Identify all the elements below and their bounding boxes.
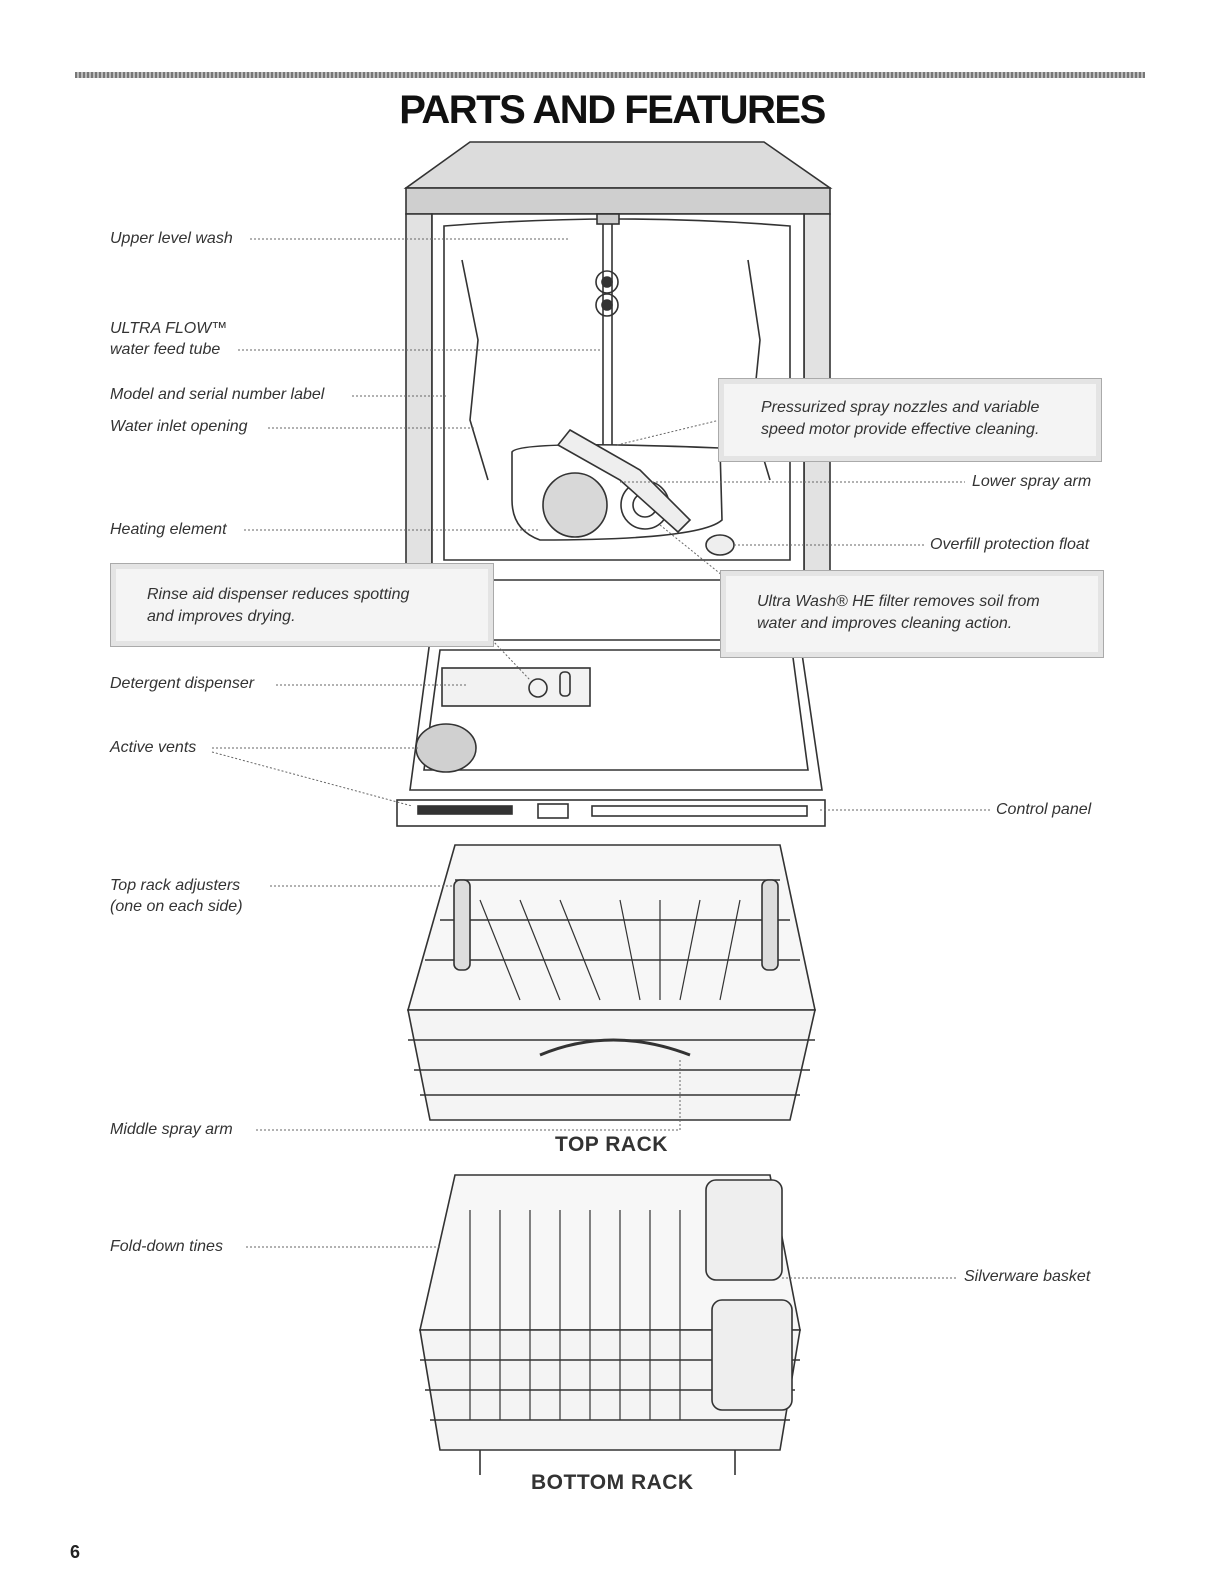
leader-rinse	[491, 639, 531, 681]
tub-floor	[511, 444, 723, 541]
door-frame	[409, 639, 823, 791]
label-silverware-basket: Silverware basket	[964, 1268, 1091, 1285]
leader-filter	[659, 524, 729, 581]
callout-pressurized-spray: Pressurized spray nozzles and variable s…	[718, 378, 1102, 462]
tub-inner-arch	[443, 218, 791, 561]
label-lower-spray-arm: Lower spray arm	[972, 473, 1092, 490]
label-top-rack-adjusters-note: (one on each side)	[110, 898, 243, 915]
top-rack-illustration	[406, 844, 817, 1121]
dishwasher-top-edge	[405, 187, 831, 215]
active-vent	[415, 723, 477, 773]
bottom-rack-illustration	[418, 1174, 801, 1475]
top-rack-title: TOP RACK	[555, 1133, 668, 1156]
label-overfill-float: Overfill protection float	[930, 536, 1090, 553]
label-heating-element: Heating element	[110, 521, 227, 538]
callout-rinse-line-1: Rinse aid dispenser reduces spotting	[147, 586, 410, 603]
label-model-serial: Model and serial number label	[110, 386, 325, 403]
callout-filter-line-1: Ultra Wash® HE filter removes soil from	[757, 593, 1040, 610]
lower-spray-arm	[556, 428, 692, 534]
label-middle-spray-arm: Middle spray arm	[110, 1121, 233, 1138]
label-active-vents: Active vents	[110, 739, 197, 756]
filter-circle	[542, 472, 608, 538]
overfill-float	[705, 534, 735, 556]
callout-rinse-aid: Rinse aid dispenser reduces spotting and…	[110, 563, 494, 647]
callout-filter-line-2: water and improves cleaning action.	[757, 615, 1013, 632]
upper-spray-head	[596, 213, 620, 225]
label-water-feed-tube: water feed tube	[110, 341, 221, 358]
label-upper-level-wash: Upper level wash	[110, 230, 233, 247]
callout-pressurized-line-1: Pressurized spray nozzles and variable	[761, 399, 1040, 416]
upper-nozzle-1	[595, 270, 619, 294]
leader-active-vents-2	[211, 751, 413, 807]
callout-rinse-line-2: and improves drying.	[147, 608, 296, 625]
callout-pressurized-line-2: speed motor provide effective cleaning.	[761, 421, 1040, 438]
dishwasher-top	[403, 141, 833, 189]
label-fold-down-tines: Fold-down tines	[110, 1238, 223, 1255]
header-rule	[75, 72, 1145, 78]
label-control-panel: Control panel	[996, 801, 1092, 818]
label-ultra-flow: ULTRA FLOW™	[110, 320, 228, 337]
page-title: PARTS AND FEATURES	[399, 88, 826, 132]
label-water-inlet: Water inlet opening	[110, 418, 248, 435]
page-number: 6	[70, 1542, 81, 1562]
upper-nozzle-2	[595, 293, 619, 317]
leader-pressurized	[616, 419, 721, 446]
label-detergent-dispenser: Detergent dispenser	[110, 675, 255, 692]
bottom-rack-title: BOTTOM RACK	[531, 1471, 694, 1494]
label-top-rack-adjusters: Top rack adjusters	[110, 877, 241, 894]
left-rack-rail	[461, 259, 489, 481]
detergent-dispenser-box	[441, 667, 591, 707]
callout-ultra-wash-filter: Ultra Wash® HE filter removes soil from …	[720, 570, 1104, 658]
